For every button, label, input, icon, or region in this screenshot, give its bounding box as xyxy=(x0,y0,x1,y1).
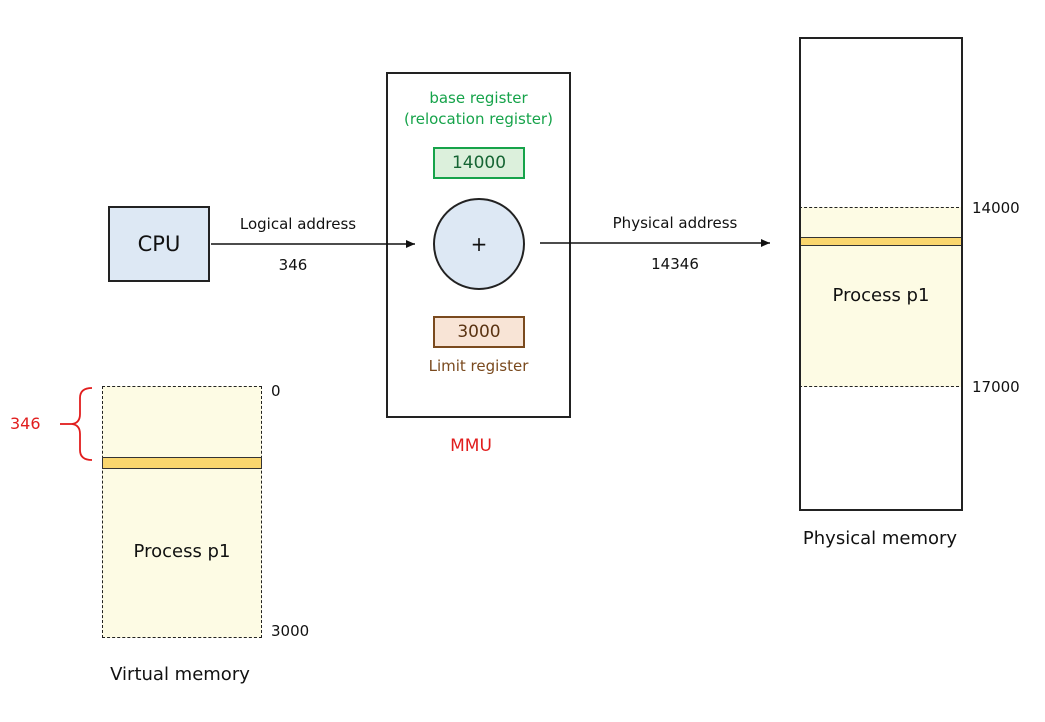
physical-address-label: Physical address xyxy=(612,214,738,232)
limit-register-value: 3000 xyxy=(457,322,501,342)
physical-end-address: 17000 xyxy=(972,378,1020,396)
base-register-box: 14000 xyxy=(433,147,525,179)
virtual-memory-label: Virtual memory xyxy=(110,664,250,685)
logical-address-label: Logical address xyxy=(239,215,357,233)
offset-label: 346 xyxy=(10,414,41,433)
base-register-label-line2: (relocation register) xyxy=(404,110,553,128)
mmu-label: MMU xyxy=(450,436,492,456)
plus-icon: + xyxy=(470,232,488,256)
virtual-memory-box xyxy=(102,386,262,638)
virtual-start-address: 0 xyxy=(271,382,281,400)
physical-highlight-band xyxy=(801,237,961,246)
physical-process-label: Process p1 xyxy=(832,285,930,306)
virtual-end-address: 3000 xyxy=(271,622,310,640)
base-register-value: 14000 xyxy=(451,153,507,173)
limit-register-box: 3000 xyxy=(433,316,525,348)
virtual-process-label: Process p1 xyxy=(133,541,231,562)
cpu-label: CPU xyxy=(137,232,181,256)
physical-start-address: 14000 xyxy=(972,199,1020,217)
offset-brace-icon xyxy=(71,387,93,461)
logical-address-value: 346 xyxy=(278,256,308,274)
limit-register-label: Limit register xyxy=(428,357,529,375)
physical-end-divider xyxy=(799,386,959,387)
adder-circle: + xyxy=(433,198,525,290)
virtual-highlight-band xyxy=(102,457,262,469)
cpu-box: CPU xyxy=(108,206,210,282)
base-register-label-line1: base register xyxy=(429,89,528,107)
physical-address-value: 14346 xyxy=(651,255,699,273)
base-register-label: base register (relocation register) xyxy=(386,88,571,130)
physical-start-divider xyxy=(799,207,959,208)
physical-memory-label: Physical memory xyxy=(802,528,958,549)
